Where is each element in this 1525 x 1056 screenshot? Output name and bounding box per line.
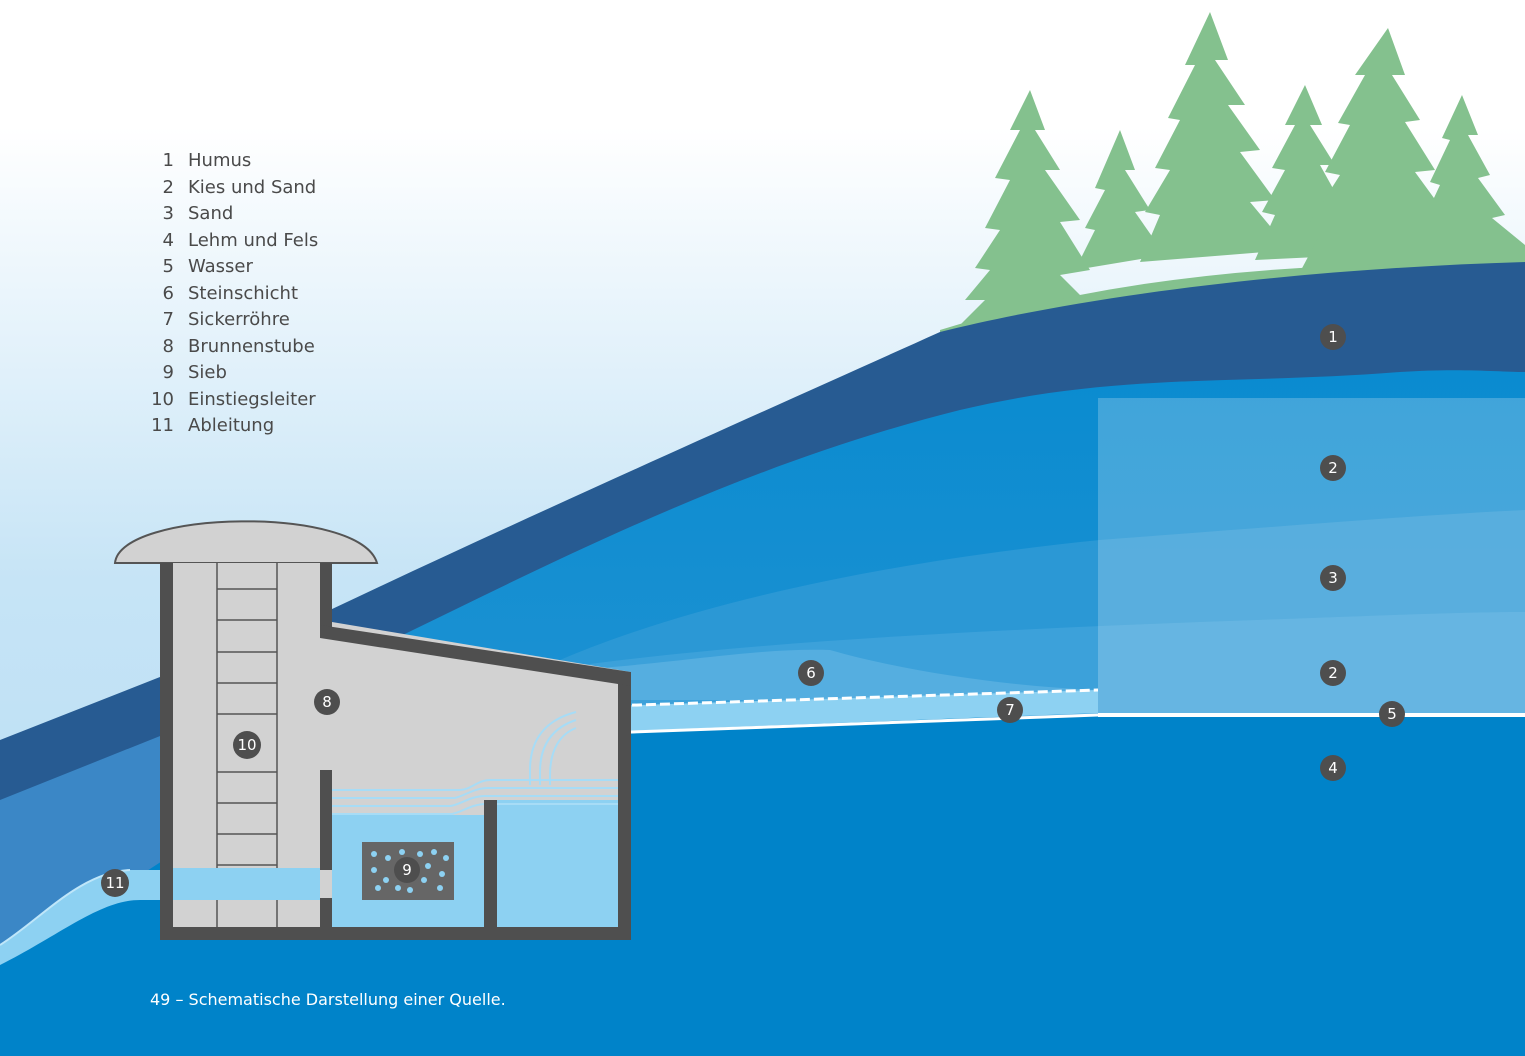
legend-number: 6 (162, 282, 174, 304)
marker-sieb: 9 (394, 857, 420, 883)
marker-brunnen: 8 (314, 689, 340, 715)
legend-number: 9 (162, 362, 174, 383)
chamber-water-right (497, 800, 619, 927)
legend: 1 Humus 2 Kies und Sand 3 Sand 4 Lehm und Fe… (140, 148, 318, 440)
svg-text:6: 6 (806, 664, 816, 682)
figure-caption: 49 – Schematische Darstellung einer Quel… (150, 990, 506, 1009)
legend-item: 1 Humus (140, 148, 318, 175)
legend-label: Sickerröhre (188, 309, 290, 330)
drainage-pipe-top-edge (575, 688, 1099, 709)
brunnenstube-walls (160, 563, 631, 940)
legend-item: 7 Sickerröhre (140, 307, 318, 334)
legend-label: Sand (188, 203, 234, 224)
svg-text:8: 8 (322, 693, 332, 711)
legend-number: 7 (162, 309, 174, 330)
marker-sand: 3 (1320, 565, 1346, 591)
svg-text:2: 2 (1328, 459, 1338, 477)
marker-kies-upper: 2 (1320, 455, 1346, 481)
marker-humus: 1 (1320, 324, 1346, 350)
legend-item: 3 Sand (140, 201, 318, 228)
legend-label: Ableitung (188, 415, 275, 436)
legend-number: 8 (162, 335, 174, 357)
legend-item: 9 Sieb (140, 360, 318, 387)
legend-item: 10 Einstiegsleiter (140, 387, 318, 414)
marker-lehm: 4 (1320, 755, 1346, 781)
marker-ableitung: 11 (101, 869, 129, 897)
svg-text:4: 4 (1328, 759, 1338, 777)
legend-label: Humus (188, 150, 252, 171)
marker-kies-lower: 2 (1320, 660, 1346, 686)
legend-number: 4 (162, 229, 174, 251)
svg-text:9: 9 (402, 861, 412, 879)
legend-label: Sieb (188, 362, 227, 383)
marker-leiter: 10 (233, 731, 261, 759)
drainage-pipe (576, 690, 1098, 733)
legend-label: Lehm und Fels (188, 229, 319, 251)
legend-label: Wasser (188, 256, 253, 277)
marker-wasser: 5 (1379, 701, 1405, 727)
svg-text:5: 5 (1387, 705, 1397, 723)
marker-stein: 6 (798, 660, 824, 686)
legend-item: 5 Wasser (140, 254, 318, 281)
brunnenstube-roof (113, 520, 379, 564)
sieb-holes (371, 849, 449, 893)
cutaway-highlight (1098, 398, 1525, 716)
outlet-pipe-interior (172, 868, 320, 900)
marker-sicker: 7 (997, 697, 1023, 723)
svg-text:7: 7 (1005, 701, 1015, 719)
legend-label: Brunnenstube (188, 335, 315, 357)
svg-text:1: 1 (1328, 328, 1338, 346)
svg-text:2: 2 (1328, 664, 1338, 682)
legend-number: 3 (162, 203, 174, 224)
svg-text:3: 3 (1328, 569, 1338, 587)
legend-label: Kies und Sand (188, 176, 317, 198)
stone-layer (600, 649, 1098, 700)
legend-number: 1 (162, 150, 174, 171)
legend-item: 6 Steinschicht (140, 281, 318, 308)
legend-number: 5 (162, 256, 174, 277)
legend-number: 11 (151, 415, 174, 436)
legend-item: 8 Brunnenstube (140, 334, 318, 361)
svg-text:11: 11 (105, 874, 124, 892)
legend-item: 4 Lehm und Fels (140, 228, 319, 255)
svg-text:10: 10 (237, 736, 256, 754)
legend-label: Steinschicht (188, 282, 299, 304)
legend-label: Einstiegsleiter (188, 388, 316, 410)
legend-number: 10 (151, 388, 174, 410)
legend-item: 2 Kies und Sand (140, 175, 318, 202)
legend-item: 11 Ableitung (140, 413, 318, 440)
access-ladder (216, 563, 278, 927)
legend-number: 2 (162, 176, 174, 198)
